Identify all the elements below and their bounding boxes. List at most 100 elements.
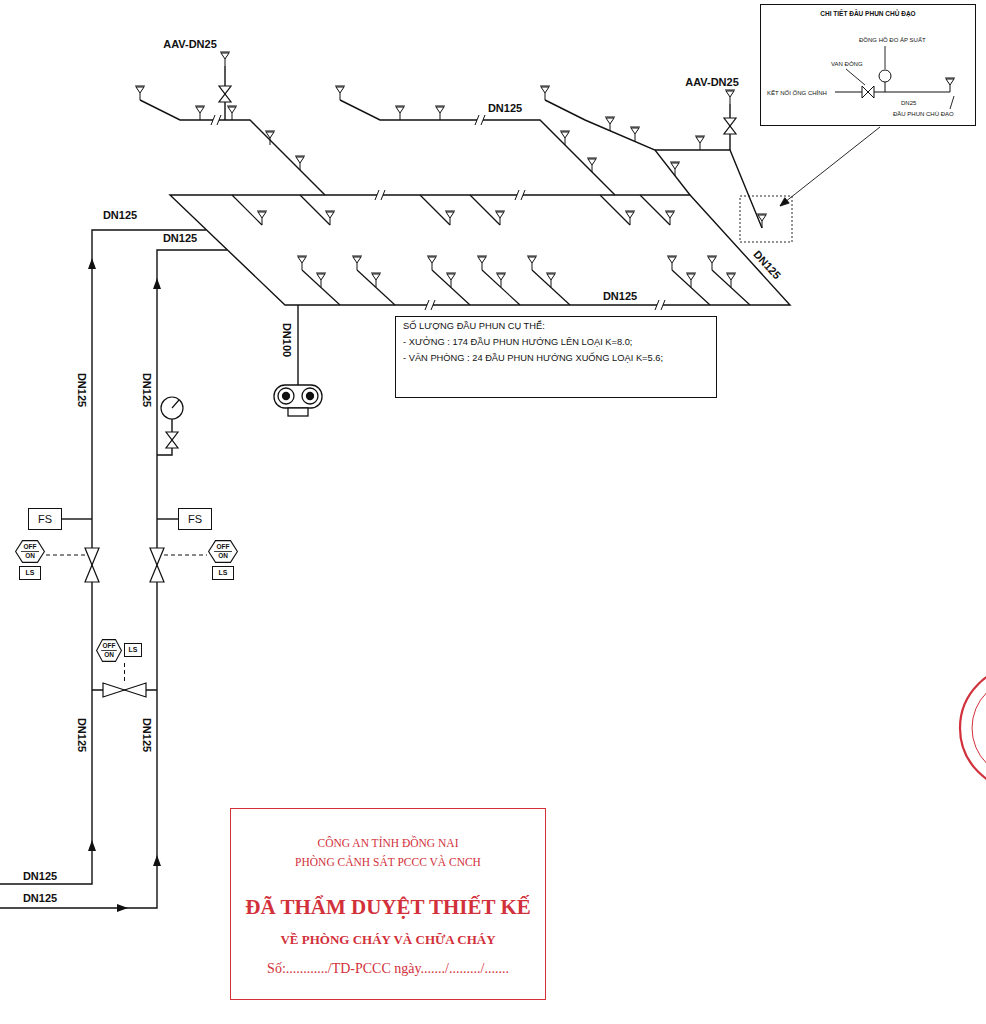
pipe-size-label: DN125 <box>602 290 638 303</box>
fdc-inlet-core <box>307 393 314 400</box>
leader-line <box>885 46 886 69</box>
fdc-body <box>274 385 322 408</box>
stamp-text: VỀ PHÒNG CHÁY VÀ CHỮA CHÁY <box>280 933 495 948</box>
generated-heads <box>135 52 955 310</box>
sprinkler-head <box>560 131 570 145</box>
flow-arrow-group <box>88 258 161 912</box>
sprinkler-head <box>220 52 230 66</box>
sprinkler-head <box>427 256 437 270</box>
valve-status-text: OFF <box>24 544 37 551</box>
valve-status-hexagon: OFFON <box>15 540 45 563</box>
flow-arrow <box>88 258 96 269</box>
pipe-size-label: DN125 <box>141 717 154 753</box>
butterfly-valve <box>150 548 164 582</box>
branch-pipe <box>470 195 500 225</box>
pipe-size-label: DN100 <box>281 322 294 358</box>
actuator-link <box>164 555 207 556</box>
sprinkler-head <box>335 86 345 100</box>
inlet-pipe <box>0 230 206 884</box>
sprinkler-head <box>725 90 735 104</box>
sprinkler-head <box>395 106 405 120</box>
leader-line <box>846 69 865 85</box>
hexagon-border <box>16 541 45 563</box>
branch-pipe <box>655 150 762 228</box>
limit-switch-text: LS <box>26 569 35 577</box>
pipe-break <box>375 190 385 200</box>
hexagon-border <box>97 640 122 662</box>
detail-text: VAN ĐÓNG <box>831 61 863 68</box>
limit-switch-box: LS <box>124 643 142 657</box>
sprinkler-head <box>325 211 335 225</box>
actuator-link <box>46 555 85 556</box>
pipe-break <box>655 300 665 310</box>
sprinkler-head <box>495 211 505 225</box>
approval-stamp: CÔNG AN TỈNH ĐỒNG NAIPHÒNG CẢNH SÁT PCCC… <box>230 808 546 1000</box>
sprinkler-head <box>227 106 237 120</box>
branch-pipe <box>302 270 340 305</box>
sprinkler-head <box>257 211 267 225</box>
branch-pipe <box>532 270 570 305</box>
pipe-break-mark <box>425 300 435 310</box>
sprinkler-head <box>695 136 705 150</box>
fdc-inlet <box>302 388 318 404</box>
detail-valve <box>862 86 874 98</box>
detail-pipe <box>835 92 950 93</box>
pipe-size-label: DN125 <box>76 372 89 408</box>
branch-pipe <box>640 195 670 225</box>
flow-switch-box: FS <box>28 508 62 530</box>
pipe-break <box>211 115 221 125</box>
branch-pipe <box>482 270 520 305</box>
branch-pipe <box>140 100 325 195</box>
sprinkler-head <box>316 273 326 287</box>
pipe-break-mark <box>655 300 665 310</box>
valve-group <box>85 70 891 697</box>
detail-text: ĐẦU PHUN CHỦ ĐẠO <box>893 111 954 118</box>
detail-pointer-head <box>780 198 789 206</box>
actuator-link-group <box>46 555 207 683</box>
fdc-inlet <box>278 388 294 404</box>
sprinkler-head <box>477 256 487 270</box>
detail-text: ĐỒNG HỒ ĐO ÁP SUẤT <box>859 37 926 44</box>
stamp-text: ĐÃ THẨM DUYỆT THIẾT KẾ <box>245 895 531 919</box>
note-box: SỐ LƯỢNG ĐẦU PHUN CỤ THỂ:- XƯỞNG : 174 Đ… <box>395 316 717 398</box>
sprinkler-head <box>587 158 597 172</box>
pipe-size-label: DN125 <box>162 232 198 245</box>
hexagon-border <box>209 541 238 563</box>
aav-valve <box>219 86 231 102</box>
pipe-break <box>425 300 435 310</box>
valve-status-hexagon: OFFON <box>96 639 122 662</box>
branch-pipe <box>232 195 262 225</box>
sprinkler-head <box>630 127 640 141</box>
inlet-pipe <box>0 250 227 908</box>
sprinkler-head <box>446 273 456 287</box>
pipe-size-label: DN125 <box>487 102 523 115</box>
gauge-valve <box>166 432 178 448</box>
branch-pipe <box>545 100 690 195</box>
sprinkler-head <box>435 106 445 120</box>
pipe-size-label: DN125 <box>76 717 89 753</box>
detail-pointer <box>780 127 880 206</box>
sprinkler-head <box>297 256 307 270</box>
branch-pipe <box>300 195 330 225</box>
sprinkler-head <box>726 273 736 287</box>
fdc-inlet-core <box>283 393 290 400</box>
note-text: SỐ LƯỢNG ĐẦU PHUN CỤ THỂ: <box>403 321 545 332</box>
pipe-break-mark <box>475 115 485 125</box>
valve-status-text: OFF <box>217 544 230 551</box>
pipe-size-label: DN125 <box>141 372 154 408</box>
detail-callout <box>740 46 954 242</box>
branch-pipe <box>600 195 630 225</box>
switch-tap <box>62 518 92 519</box>
sprinkler-head <box>195 106 205 120</box>
detail-gauge <box>879 70 891 82</box>
pipe-break-mark <box>211 115 221 125</box>
sprinkler-head <box>665 211 675 225</box>
sprinkler-head <box>546 273 556 287</box>
pipe-size-label: DN125 <box>102 209 138 222</box>
sprinkler-head <box>295 156 305 170</box>
limit-switch-text: LS <box>129 646 138 654</box>
sprinkler-head <box>496 273 506 287</box>
branch-pipe <box>432 270 470 305</box>
sprinkler-head <box>135 86 145 100</box>
valve-status-text: ON <box>218 553 228 560</box>
